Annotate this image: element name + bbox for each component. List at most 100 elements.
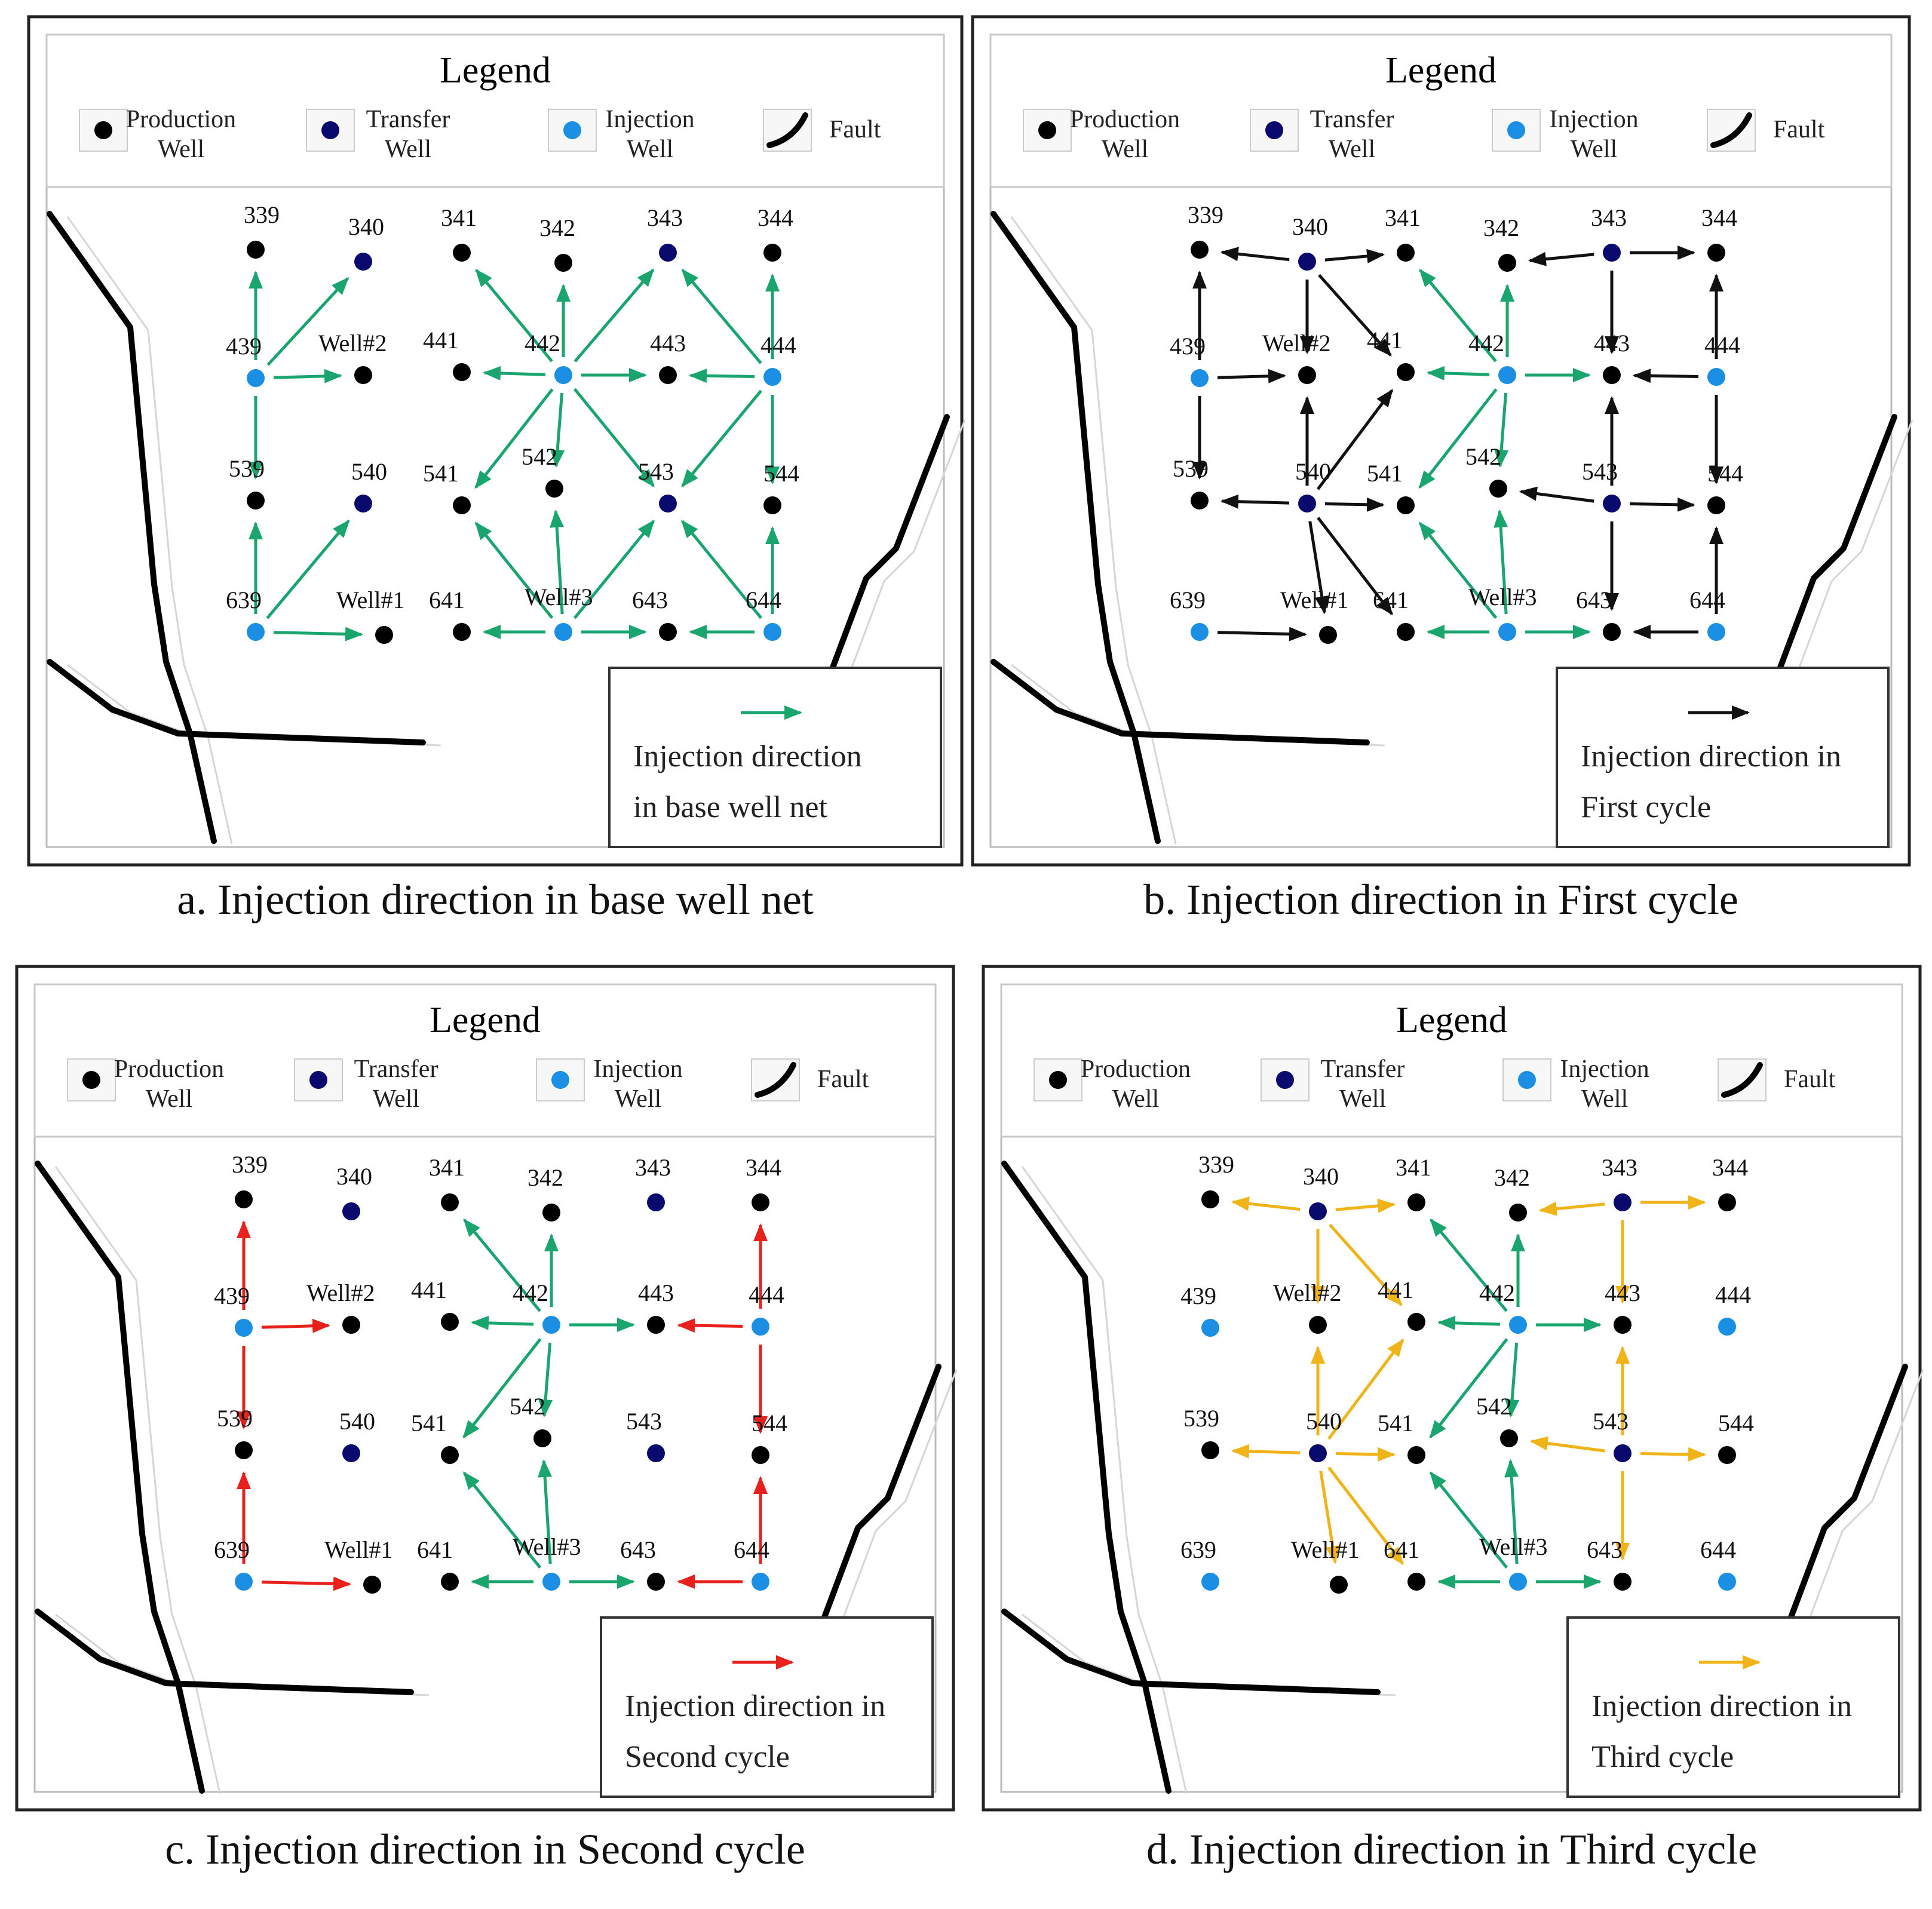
well-label: 344	[1701, 204, 1737, 231]
injection-well-marker	[1509, 1573, 1527, 1591]
injection-arrow	[676, 1318, 743, 1333]
transfer-well-marker	[647, 1193, 665, 1211]
legend-label: Well	[1581, 1085, 1628, 1113]
well-label: Well#3	[513, 1533, 581, 1560]
well-label: Well#1	[1291, 1536, 1360, 1563]
production-well-marker	[647, 1316, 665, 1334]
production-well-marker	[1298, 366, 1316, 384]
production-well-marker	[659, 623, 677, 641]
production-well-marker	[1603, 623, 1621, 641]
transfer-well-marker	[1309, 1202, 1327, 1220]
production-well-marker	[453, 363, 471, 381]
injection-arrow	[538, 1459, 553, 1564]
well-label: 340	[336, 1163, 372, 1190]
legend-label: Well	[373, 1085, 419, 1113]
legend: LegendProductionWellTransferWellInjectio…	[1000, 983, 1903, 1138]
legend-label: Fault	[1773, 116, 1825, 143]
production-well-marker	[659, 366, 677, 384]
production-well-marker	[1319, 626, 1337, 644]
key-label: First cycle	[1581, 790, 1711, 824]
fault-line	[1001, 1161, 1172, 1794]
well-label: 339	[244, 201, 280, 228]
production-well-marker	[453, 244, 471, 262]
transfer-well-marker	[1603, 495, 1621, 512]
key-label: Second cycle	[625, 1740, 790, 1774]
well-label: 544	[752, 1410, 787, 1437]
injection-arrow	[681, 268, 762, 364]
injection-well-marker	[1498, 366, 1516, 384]
injection-well-marker	[763, 623, 781, 641]
injection-well-marker	[542, 1573, 560, 1591]
blue-dot-icon	[551, 1071, 569, 1089]
legend-label: Production	[126, 106, 236, 133]
fault-line-icon	[755, 1062, 796, 1098]
well-label: 341	[1396, 1154, 1431, 1181]
injection-arrow	[1231, 1444, 1301, 1459]
fault-line	[1001, 1609, 1381, 1695]
well-label: 644	[734, 1536, 769, 1563]
panel-frame	[27, 15, 964, 867]
injection-arrow	[1519, 486, 1594, 503]
injection-well-marker	[752, 1573, 769, 1591]
production-well-marker	[1614, 1316, 1632, 1334]
legend-item-fault: Fault	[751, 1058, 869, 1101]
injection-arrow	[1327, 1338, 1404, 1440]
injection-arrow	[1324, 248, 1385, 263]
fault-line	[990, 211, 1161, 844]
well-label: Well#2	[318, 330, 387, 357]
production-well-marker	[1718, 1446, 1736, 1464]
well-label: 441	[1378, 1276, 1413, 1303]
well-label: 641	[1373, 587, 1409, 613]
production-well-marker	[453, 496, 471, 514]
production-well-marker	[441, 1193, 459, 1211]
well-label: 541	[411, 1410, 447, 1437]
injection-arrow	[1308, 521, 1329, 615]
transfer-well-marker	[647, 1444, 665, 1462]
injection-arrows	[1192, 245, 1724, 642]
production-well-marker	[1707, 496, 1725, 514]
well-label: 540	[339, 1408, 375, 1435]
injection-well-marker	[235, 1319, 253, 1337]
transfer-well-marker	[659, 244, 677, 262]
injection-arrow	[266, 519, 350, 619]
production-well-marker	[1603, 366, 1621, 384]
injection-arrow	[1327, 1466, 1404, 1566]
legend-item-fault: Fault	[763, 109, 881, 152]
production-well-marker	[545, 480, 563, 498]
panel-a: LegendProductionWellTransferWellInjectio…	[27, 15, 966, 923]
production-well-marker	[763, 244, 781, 262]
well-label: 442	[513, 1279, 548, 1306]
legend-label: Transfer	[366, 106, 450, 133]
production-well-marker	[1707, 244, 1725, 262]
injection-arrow	[1629, 497, 1696, 512]
legend-label: Well	[146, 1085, 192, 1113]
injection-arrow	[681, 520, 763, 619]
well-label: 339	[1188, 201, 1223, 228]
legend: LegendProductionWellTransferWellInjectio…	[33, 983, 937, 1138]
production-well-marker	[533, 1429, 551, 1447]
well-label: 442	[1479, 1279, 1515, 1306]
key-label: in base well net	[633, 790, 827, 824]
well-label: 543	[626, 1408, 662, 1435]
well-label: 542	[1465, 443, 1501, 470]
injection-arrow	[470, 1315, 534, 1330]
well-label: 342	[1494, 1164, 1530, 1191]
legend-label: Injection	[1549, 106, 1638, 133]
well-label: 542	[510, 1393, 545, 1420]
well-label: 641	[417, 1536, 453, 1563]
injection-arrow	[1217, 369, 1287, 383]
well-label: 439	[214, 1282, 250, 1309]
injection-arrow	[1505, 1342, 1520, 1418]
injection-arrow	[1335, 1447, 1396, 1462]
injection-arrow	[1426, 366, 1490, 380]
well-label: 343	[647, 204, 683, 231]
fault-line	[35, 1161, 205, 1794]
legend-label: Fault	[1784, 1066, 1836, 1093]
injection-well-marker	[1707, 368, 1725, 386]
production-well-marker	[542, 1204, 560, 1221]
